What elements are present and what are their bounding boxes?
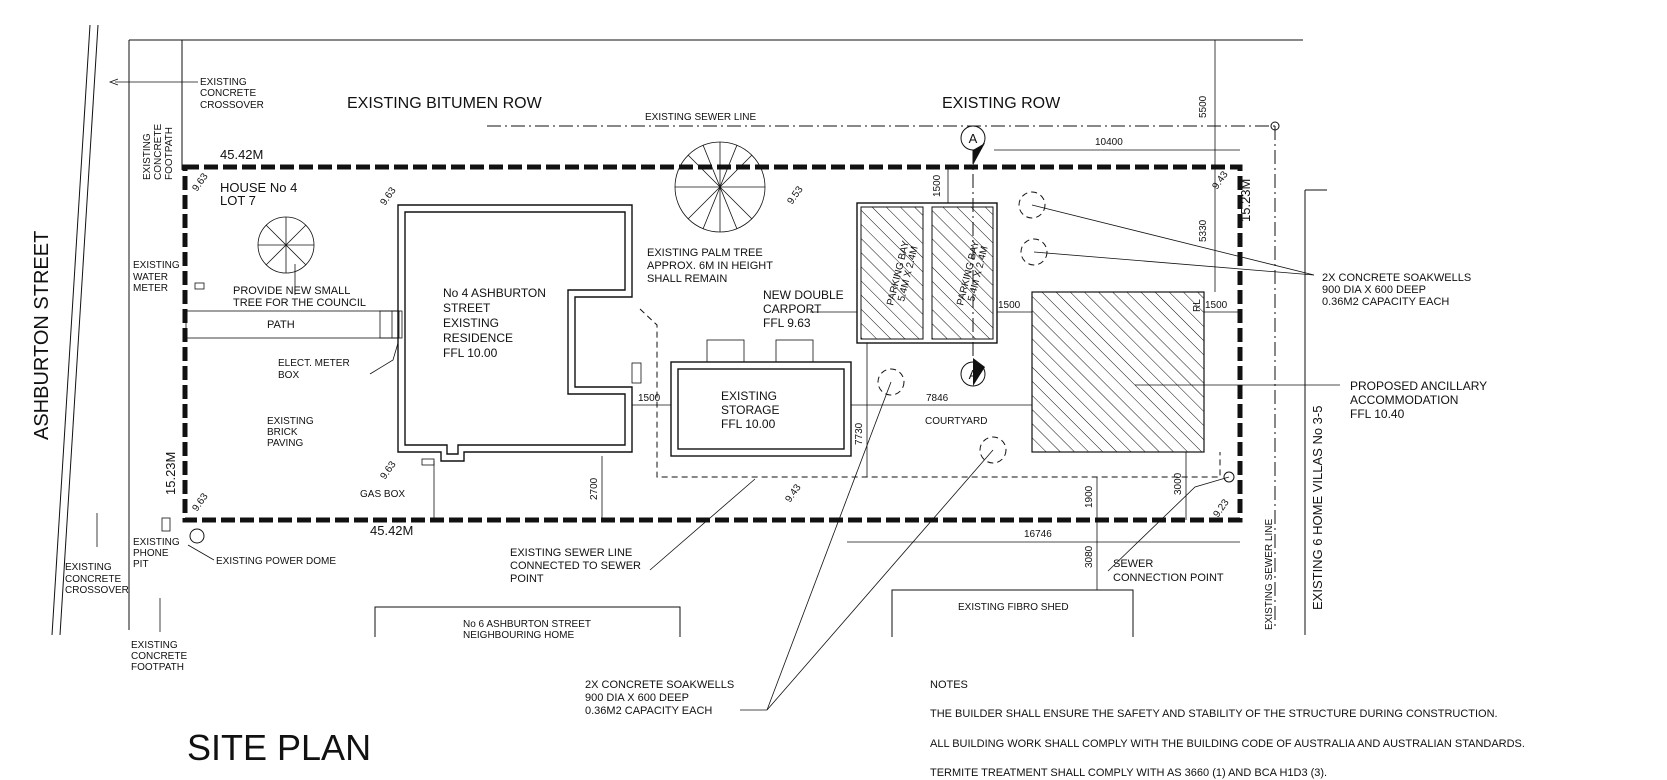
courtyard-dashed-outline bbox=[639, 308, 1221, 478]
label-soakwells-bottom: 2X CONCRETE SOAKWELLS 900 DIA X 600 DEEP… bbox=[585, 679, 737, 717]
label-footpath-top: EXISTING CONCRETE FOOTPATH bbox=[142, 124, 175, 180]
level-963-a: 9.63 bbox=[190, 171, 210, 194]
new-tree-icon bbox=[257, 216, 315, 274]
label-courtyard: COURTYARD bbox=[925, 416, 987, 427]
level-923: 9.23 bbox=[1211, 497, 1231, 520]
sewer-connection-icon bbox=[1223, 471, 1235, 483]
power-dome-icon bbox=[189, 528, 205, 544]
street-name-ashburton: ASHBURTON STREET bbox=[31, 231, 53, 440]
dimension-lines bbox=[433, 40, 1240, 590]
label-water-meter: EXISTING WATER METER bbox=[133, 260, 182, 294]
label-fibro-shed: EXISTING FIBRO SHED bbox=[958, 602, 1069, 613]
label-carport: NEW DOUBLE CARPORT FFL 9.63 bbox=[763, 288, 847, 330]
svg-text:EXISTING: EXISTING bbox=[142, 133, 153, 180]
parking-bay-1 bbox=[860, 206, 924, 340]
label-sewer-bottom: EXISTING SEWER LINE CONNECTED TO SEWER P… bbox=[510, 547, 644, 585]
street-name-existing-row: EXISTING ROW bbox=[942, 95, 1061, 112]
drawing-title: SITE PLAN bbox=[187, 727, 371, 768]
existing-residence bbox=[397, 204, 642, 466]
label-new-tree: PROVIDE NEW SMALL TREE FOR THE COUNCIL bbox=[233, 285, 366, 309]
label-power-dome: EXISTING POWER DOME bbox=[216, 556, 336, 567]
palm-tree-icon bbox=[674, 141, 766, 233]
label-crossover-bottom: EXISTING CONCRETE CROSSOVER bbox=[65, 562, 129, 596]
dim-1500-carport: 1500 bbox=[998, 300, 1021, 311]
street-name-bitumen-row: EXISTING BITUMEN ROW bbox=[347, 95, 543, 112]
notes-block: NOTES THE BUILDER SHALL ENSURE THE SAFET… bbox=[930, 679, 1525, 779]
label-neighbour: No 6 ASHBURTON STREET NEIGHBOURING HOME bbox=[463, 619, 594, 641]
street-kerb-lines bbox=[51, 24, 1303, 636]
water-meter-icon bbox=[194, 282, 205, 290]
dim-1500-storage: 1500 bbox=[638, 393, 661, 404]
svg-text:FOOTPATH: FOOTPATH bbox=[164, 127, 175, 180]
svg-text:CONCRETE: CONCRETE bbox=[153, 124, 164, 180]
street-name-home-villas: EXISTING 6 HOME VILLAS No 3-5 bbox=[1310, 406, 1325, 610]
level-953: 9.53 bbox=[785, 184, 805, 207]
dim-3080: 3080 bbox=[1084, 545, 1095, 568]
level-943-b: 9.43 bbox=[783, 482, 803, 505]
label-sewer-connection: SEWER CONNECTION POINT bbox=[1113, 558, 1224, 584]
dim-5500: 5500 bbox=[1198, 95, 1209, 118]
path bbox=[185, 310, 403, 339]
proposed-ancillary-accommodation bbox=[1031, 291, 1205, 453]
label-palm-tree: EXISTING PALM TREE APPROX. 6M IN HEIGHT … bbox=[647, 247, 776, 285]
label-sewer-line-right: EXISTING SEWER LINE bbox=[1264, 519, 1275, 630]
label-rl: RL bbox=[1192, 299, 1203, 312]
label-brick-paving: EXISTING BRICK PAVING bbox=[267, 416, 316, 449]
leader-lines bbox=[96, 78, 1340, 711]
dim-bottom-length: 45.42M bbox=[370, 523, 413, 538]
level-963-b: 9.63 bbox=[378, 185, 398, 208]
dim-left-width: 15.23M bbox=[163, 452, 178, 495]
soakwells bbox=[877, 191, 1048, 464]
dim-top-length: 45.42M bbox=[220, 147, 263, 162]
dim-7846: 7846 bbox=[926, 393, 949, 404]
label-phone-pit: EXISTING PHONE PIT bbox=[133, 537, 182, 570]
notes-line-2: ALL BUILDING WORK SHALL COMPLY WITH THE … bbox=[930, 738, 1525, 750]
dim-3000: 3000 bbox=[1173, 472, 1184, 495]
dim-1500-ancillary: 1500 bbox=[1205, 300, 1228, 311]
level-963-d: 9.63 bbox=[190, 491, 210, 514]
label-residence: No 4 ASHBURTON STREET EXISTING RESIDENCE… bbox=[443, 286, 549, 360]
level-943-a: 9.43 bbox=[1210, 169, 1230, 192]
dim-1500-top: 1500 bbox=[932, 174, 943, 197]
dim-2700: 2700 bbox=[589, 477, 600, 500]
dim-10400: 10400 bbox=[1095, 137, 1123, 148]
parking-bay-2 bbox=[931, 206, 994, 340]
svg-text:A: A bbox=[969, 131, 978, 146]
level-963-c: 9.63 bbox=[378, 459, 398, 482]
dim-7730: 7730 bbox=[854, 422, 865, 445]
label-sewer-line-top: EXISTING SEWER LINE bbox=[645, 112, 756, 123]
label-gas-box: GAS BOX bbox=[360, 489, 405, 500]
phone-pit-icon bbox=[161, 517, 171, 532]
lot-number-label: LOT 7 bbox=[220, 193, 256, 208]
dim-5330: 5330 bbox=[1198, 219, 1209, 242]
notes-line-1: THE BUILDER SHALL ENSURE THE SAFETY AND … bbox=[930, 708, 1498, 720]
dim-right-width: 15.23M bbox=[1238, 179, 1253, 222]
lot-house-label: HOUSE No 4 bbox=[220, 180, 297, 195]
label-crossover-top: EXISTING CONCRETE CROSSOVER bbox=[200, 77, 264, 111]
label-elect-meter: ELECT. METER BOX bbox=[278, 358, 352, 381]
notes-line-3: TERMITE TREATMENT SHALL COMPLY WITH AS 3… bbox=[930, 767, 1327, 779]
dim-16746: 16746 bbox=[1024, 529, 1052, 540]
dim-1900: 1900 bbox=[1084, 485, 1095, 508]
label-storage: EXISTING STORAGE FFL 10.00 bbox=[721, 389, 783, 431]
svg-text:A: A bbox=[969, 367, 978, 382]
label-ancillary: PROPOSED ANCILLARY ACCOMMODATION FFL 10.… bbox=[1350, 379, 1490, 421]
neighbour-home-outline bbox=[374, 606, 681, 637]
label-path: PATH bbox=[267, 319, 295, 331]
existing-storage bbox=[670, 339, 852, 457]
new-double-carport bbox=[856, 202, 998, 344]
section-marker-bottom: A bbox=[960, 358, 986, 387]
label-soakwells-right: 2X CONCRETE SOAKWELLS 900 DIA X 600 DEEP… bbox=[1322, 272, 1474, 308]
fibro-shed-outline bbox=[891, 589, 1134, 637]
notes-heading: NOTES bbox=[930, 679, 968, 691]
label-footpath-bottom: EXISTING CONCRETE FOOTPATH bbox=[131, 640, 190, 673]
